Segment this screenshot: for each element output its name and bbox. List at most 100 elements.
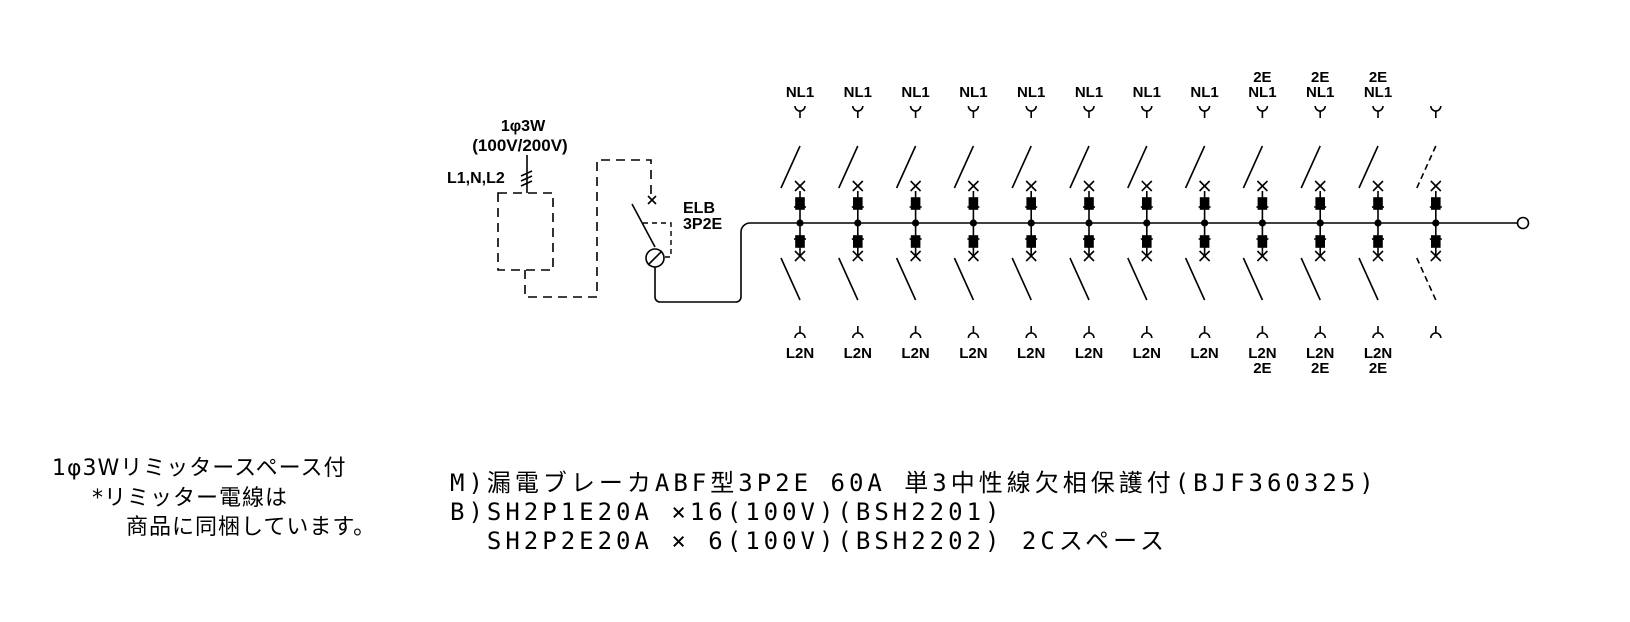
trip-element	[968, 235, 979, 248]
branch-breaker	[780, 105, 806, 339]
branch-breaker	[1416, 105, 1442, 339]
branch-breaker	[895, 105, 922, 339]
terminal-cup	[852, 105, 864, 112]
switch-blade	[780, 257, 801, 301]
branch-top-label: NL1	[1248, 84, 1276, 101]
bus-connection	[1027, 219, 1035, 227]
trip-element	[1026, 197, 1036, 210]
terminal-cup	[852, 332, 864, 339]
branch-breaker	[1300, 105, 1327, 339]
limiter-note-line2: *リミッター電線は	[92, 486, 289, 511]
supply-conductor-ticks	[520, 155, 533, 193]
elb-rating-label: 3P2E	[683, 216, 722, 233]
branch-bottom-label: L2N	[1306, 345, 1334, 362]
branch-top-label: NL1	[1306, 84, 1334, 101]
switch-blade	[1069, 145, 1090, 189]
trip-element	[1315, 197, 1325, 210]
bus-connection	[969, 219, 978, 227]
switch-blade	[1242, 257, 1264, 301]
branch-top-label: NL1	[901, 84, 929, 101]
bus-connection	[1200, 219, 1209, 227]
switch-blade	[838, 257, 859, 301]
switch-blade	[1358, 145, 1379, 189]
switch-blade	[1416, 257, 1437, 301]
switch-blade	[1127, 257, 1148, 301]
branch-breaker	[1127, 105, 1153, 339]
trip-element	[910, 235, 921, 248]
terminal-cup	[1256, 105, 1269, 112]
terminal-cup	[1083, 105, 1095, 112]
terminal-cup	[1198, 105, 1211, 112]
switch-blade	[1300, 145, 1321, 189]
branch-bottom-label: L2N	[1133, 345, 1161, 362]
branch-top-label: 2E	[1311, 69, 1329, 86]
terminal-cup	[1372, 105, 1384, 112]
terminal-cup	[967, 332, 980, 339]
terminal-cup	[1430, 332, 1442, 339]
trip-element	[1315, 235, 1325, 248]
trip-element	[968, 197, 979, 210]
trip-element	[1142, 235, 1152, 248]
switch-blade	[1127, 145, 1148, 189]
spec-main-breaker: M)漏電ブレーカABF型3P2E 60A 単3中性線欠相保護付(BJF36032…	[450, 469, 1378, 497]
branch-top-label: NL1	[959, 84, 987, 101]
terminal-cup	[909, 332, 922, 339]
terminal-cup	[1314, 105, 1326, 112]
bus-connection	[1374, 219, 1382, 227]
limiter-note-line1: 1φ3Wリミッタースペース付	[52, 456, 347, 481]
branch-bottom-label: 2E	[1253, 360, 1271, 377]
bus-connection	[1143, 219, 1151, 227]
branch-top-label: NL1	[1364, 84, 1392, 101]
branch-bottom-label: L2N	[844, 345, 872, 362]
branch-breaker	[838, 105, 864, 339]
terminal-cup	[1256, 332, 1269, 339]
spec-branch-2e: SH2P2E20A × 6(100V)(BSH2202) 2Cスペース	[450, 527, 1168, 555]
supply-lines-label: L1,N,L2	[447, 170, 505, 187]
switch-blade	[1184, 145, 1206, 189]
bus-connection	[1258, 219, 1266, 227]
terminal-cup	[1083, 332, 1095, 339]
switch-blade	[953, 145, 975, 189]
terminal-cup	[1372, 332, 1384, 339]
bus-connection	[1432, 219, 1440, 227]
terminal-cup	[1430, 105, 1442, 112]
trip-element	[1431, 235, 1441, 248]
trip-element	[852, 197, 863, 210]
branch-breaker	[1358, 105, 1384, 339]
bus-connection	[1316, 219, 1324, 227]
switch-blade	[953, 257, 975, 301]
branch-top-label: NL1	[1017, 84, 1045, 101]
supply-phase-label: 1φ3W	[501, 118, 546, 135]
terminal-cup	[1198, 332, 1211, 339]
branch-bottom-label: L2N	[1017, 345, 1045, 362]
spec-branch-1e: B)SH2P1E20A ×16(100V)(BSH2201)	[450, 498, 1004, 526]
limiter-space-box	[497, 159, 652, 298]
trip-element	[1257, 235, 1268, 248]
trip-element	[1199, 197, 1210, 210]
switch-blade	[1011, 257, 1032, 301]
terminal-cup	[909, 105, 922, 112]
bus-connection	[1085, 219, 1093, 227]
terminal-cup	[1314, 332, 1326, 339]
trip-element	[1373, 197, 1383, 210]
branch-top-label: NL1	[844, 84, 872, 101]
branch-bottom-label: L2N	[1190, 345, 1218, 362]
branch-breaker	[1242, 105, 1269, 339]
terminal-cup	[794, 105, 806, 112]
branch-top-label: NL1	[786, 84, 814, 101]
branch-breaker	[1011, 105, 1038, 339]
switch-blade	[838, 145, 859, 189]
switch-blade	[1300, 257, 1321, 301]
switch-blade	[895, 257, 917, 301]
branch-top-label: NL1	[1133, 84, 1161, 101]
branch-bottom-label: 2E	[1369, 360, 1387, 377]
bus-connection	[911, 219, 920, 227]
elb-label: ELB	[683, 200, 715, 217]
branch-bottom-label: L2N	[1075, 345, 1103, 362]
limiter-note-line3: 商品に同梱しています。	[126, 515, 377, 540]
trip-element	[795, 197, 805, 210]
switch-blade	[1416, 145, 1437, 189]
elb-trip-dashed	[643, 222, 672, 258]
trip-element	[852, 235, 863, 248]
